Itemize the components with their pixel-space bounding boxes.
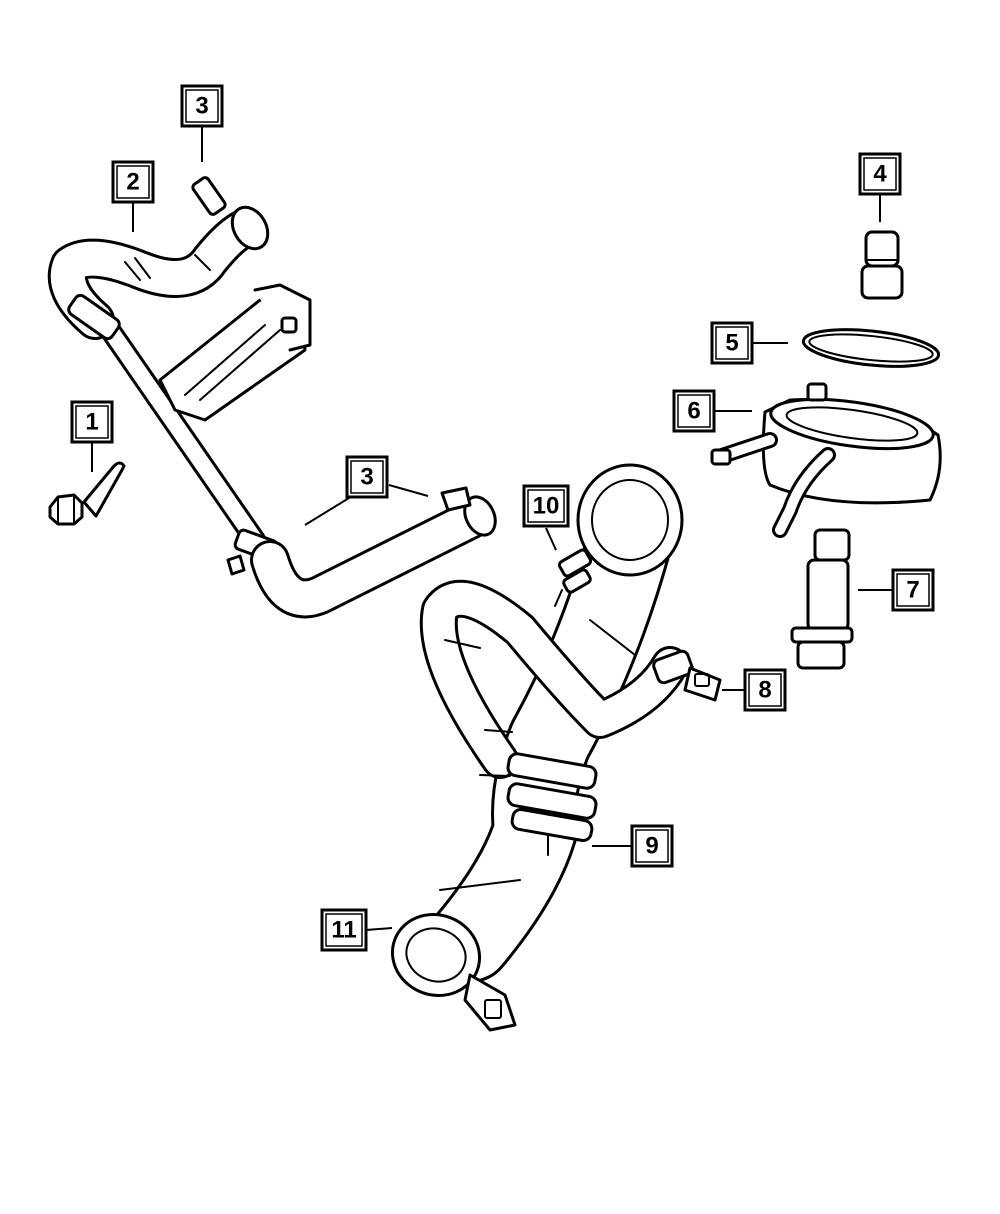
callout-3b: 3 <box>345 455 389 499</box>
callout-9-label: 9 <box>645 833 658 860</box>
part-2-hose-assembly <box>47 176 497 619</box>
callout-6: 6 <box>672 389 716 433</box>
callout-2: 2 <box>111 160 155 204</box>
callout-5: 5 <box>710 321 754 365</box>
callout-2-label: 2 <box>126 169 139 196</box>
callout-7: 7 <box>891 568 935 612</box>
callout-10: 10 <box>522 484 570 528</box>
callout-6-label: 6 <box>687 398 700 425</box>
leader-11 <box>365 927 393 931</box>
callout-11: 11 <box>320 908 368 952</box>
part-6-filler-housing <box>710 382 942 538</box>
part-9-filler-hose <box>419 463 689 983</box>
callout-10-label: 10 <box>533 493 560 520</box>
leader-lines <box>91 126 893 931</box>
callout-8-label: 8 <box>758 677 771 704</box>
part-7-valve <box>790 528 854 670</box>
callout-4-label: 4 <box>873 161 887 188</box>
callout-7-label: 7 <box>906 577 919 604</box>
part-5-seal <box>801 328 941 368</box>
callout-5-label: 5 <box>725 330 738 357</box>
callout-3a: 3 <box>180 84 224 128</box>
callout-3a-label: 3 <box>195 93 208 120</box>
part-1-bolt <box>48 461 126 526</box>
callout-1: 1 <box>70 400 114 444</box>
part-4-fitting <box>860 230 904 300</box>
part-8-clamp <box>652 649 722 702</box>
callout-1-label: 1 <box>85 409 98 436</box>
leader-3b-left <box>304 497 350 526</box>
callout-8: 8 <box>743 668 787 712</box>
part-11-clamp <box>390 913 517 1032</box>
callout-9: 9 <box>630 824 674 868</box>
callout-3b-label: 3 <box>360 464 373 491</box>
callout-4: 4 <box>858 152 902 196</box>
leader-3b-right <box>388 484 429 497</box>
leader-10 <box>545 527 557 551</box>
part-10-clamp <box>554 548 593 607</box>
callout-11-label: 11 <box>331 917 356 944</box>
